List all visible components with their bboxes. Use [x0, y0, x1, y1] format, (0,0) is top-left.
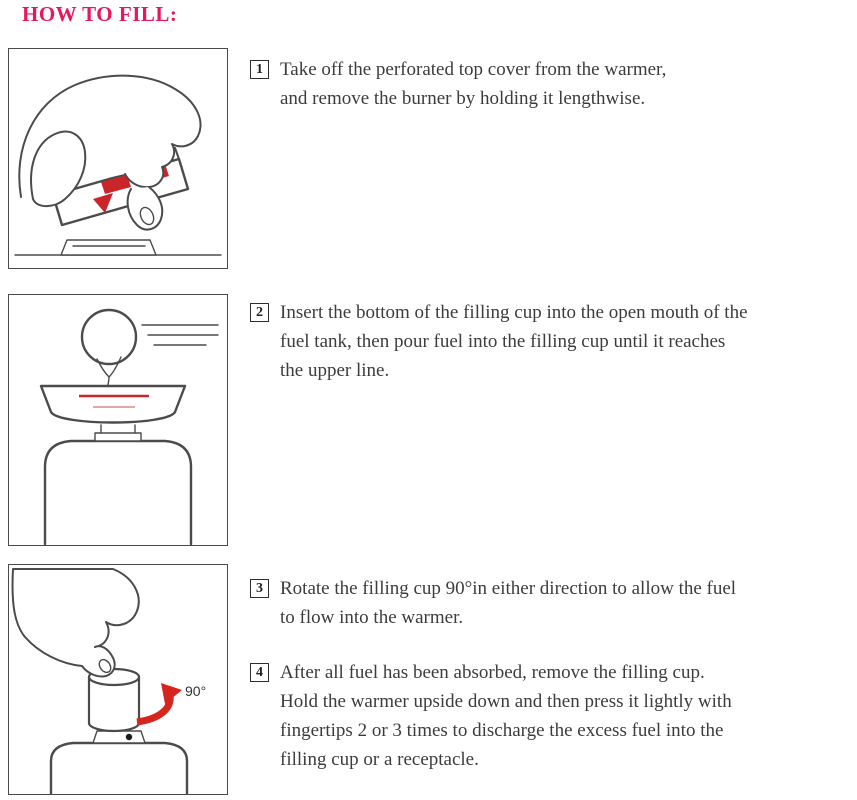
- rotate-filling-cup-icon: 90°: [11, 568, 206, 795]
- step-4-text: After all fuel has been absorbed, remove…: [280, 662, 732, 770]
- pouring-fuel-icon: [39, 308, 219, 545]
- pour-fuel-illustration: [8, 294, 228, 546]
- remove-burner-illustration: [8, 48, 228, 269]
- step-2-number: 2: [250, 303, 269, 322]
- step-2: 2 Insert the bottom of the filling cup i…: [250, 298, 850, 385]
- rotation-angle-label: 90°: [185, 683, 206, 699]
- step-2-text: Insert the bottom of the filling cup int…: [280, 302, 748, 381]
- step-3-text: Rotate the filling cup 90°in either dire…: [280, 578, 737, 628]
- step-1-number: 1: [250, 60, 269, 79]
- step-1-text: Take off the perforated top cover from t…: [280, 59, 667, 109]
- step-1: 1 Take off the perforated top cover from…: [250, 55, 845, 113]
- step-3: 3 Rotate the filling cup 90°in either di…: [250, 574, 850, 632]
- hand-removing-burner-icon: [14, 74, 222, 256]
- step-4-number: 4: [250, 663, 269, 682]
- step-3-number: 3: [250, 579, 269, 598]
- page-title: HOW TO FILL:: [22, 2, 178, 26]
- step-4: 4 After all fuel has been absorbed, remo…: [250, 658, 850, 774]
- rotate-cup-illustration: 90°: [8, 564, 228, 795]
